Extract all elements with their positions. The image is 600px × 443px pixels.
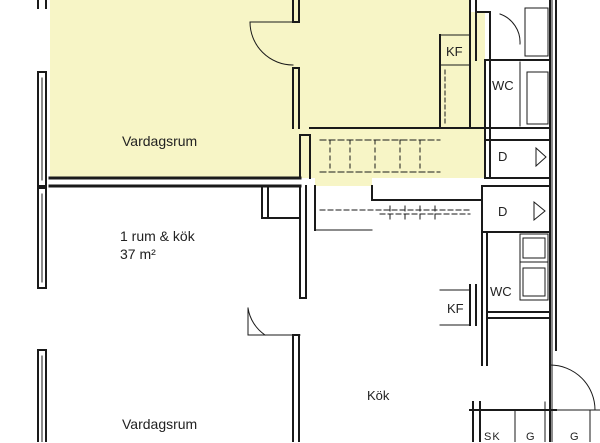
- living-room-lower-label: Vardagsrum: [122, 416, 198, 432]
- walls: [37, 0, 600, 442]
- d-upper-label: D: [498, 149, 508, 164]
- g-closet-label-2: G: [570, 431, 580, 443]
- d-lower-label: D: [498, 204, 508, 219]
- wc-lower-label: WC: [490, 284, 512, 299]
- kitchen-label: Kök: [367, 388, 390, 403]
- living-room-upper-label: Vardagsrum: [122, 133, 198, 149]
- wc-upper-label: WC: [492, 78, 514, 93]
- sk-closet-label: SK: [484, 431, 501, 443]
- apartment-area: 37 m²: [120, 246, 156, 262]
- apartment-title: 1 rum & kök: [120, 228, 195, 244]
- kf-lower-label: KF: [446, 301, 465, 316]
- kf-upper-label: KF: [446, 44, 463, 59]
- g-closet-label-1: G: [526, 431, 536, 443]
